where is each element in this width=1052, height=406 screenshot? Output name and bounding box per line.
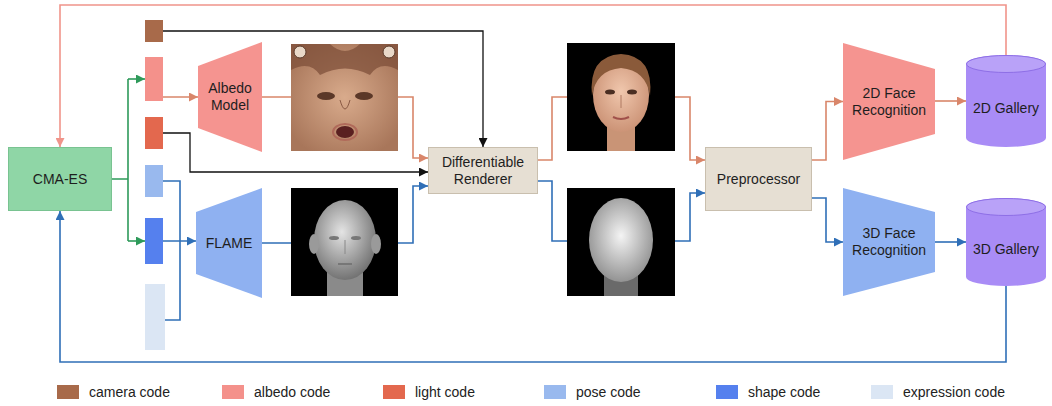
legend-swatch (871, 385, 893, 399)
albedo-model-trapezoid: Albedo Model (198, 42, 262, 152)
shape-mesh-image (291, 188, 398, 296)
pose-expression-wire (163, 181, 180, 320)
face-recognition-trapezoid-fill (843, 43, 935, 160)
camera-code-box (145, 20, 163, 42)
node-text: Albedo Model (201, 80, 259, 114)
node-label: FLAME (206, 235, 253, 252)
rendered-face-image (567, 43, 675, 151)
optimizer-box: CMA-ES (8, 147, 112, 211)
legend-label: shape code (748, 384, 820, 400)
node-text: CMA-ES (33, 171, 87, 188)
node-text: 2D Face Recognition (846, 85, 932, 119)
face-recognition-trapezoid-fill (843, 188, 935, 296)
node-label: 3D Face Recognition (846, 225, 932, 259)
renderer-box: Differentiable Renderer (428, 147, 538, 194)
node-text: FLAME (206, 235, 253, 252)
gallery-cylinder-fill (967, 56, 1046, 73)
flow-arrow (935, 100, 966, 102)
node-label: Preprocessor (717, 171, 800, 188)
node-label: 2D Face Recognition (846, 85, 932, 119)
legend-swatch (383, 385, 405, 399)
legend-swatch (57, 385, 79, 399)
legend-swatch (544, 385, 566, 399)
legend-swatch (222, 385, 244, 399)
node-text: 2D Gallery (973, 100, 1039, 117)
albedo-model-trapezoid-fill (198, 42, 262, 152)
legend-swatch (716, 385, 738, 399)
legend-item: albedo code (222, 384, 330, 400)
legend-label: camera code (89, 384, 170, 400)
legend-item: pose code (544, 384, 641, 400)
legend-item: light code (383, 384, 475, 400)
albedo-code-box (145, 57, 163, 101)
shape-code-box (145, 218, 163, 264)
green-arrow (128, 78, 145, 80)
optimizer-box-fill (9, 148, 112, 211)
face-recognition-trapezoid: 2D Face Recognition (843, 43, 935, 160)
node-label: Differentiable Renderer (431, 154, 535, 188)
node-label: 3D Gallery (973, 241, 1039, 258)
shape-wire (163, 240, 196, 242)
flow-arrow (812, 102, 843, 161)
green-wire (112, 79, 128, 241)
flame-model-trapezoid: FLAME (196, 188, 262, 298)
expression-code-box (145, 284, 165, 350)
flow-arrow (812, 198, 843, 242)
gallery-cylinder: 2D Gallery (966, 55, 1046, 147)
node-label: Albedo Model (201, 80, 259, 114)
flow-arrow (935, 241, 966, 243)
gallery-cylinder: 3D Gallery (966, 198, 1046, 286)
node-text: Differentiable Renderer (431, 154, 535, 188)
gallery-cylinder-fill (967, 199, 1046, 216)
renderer-box-fill (429, 148, 538, 194)
albedo-texture-image (291, 44, 398, 151)
face-recognition-trapezoid: 3D Face Recognition (843, 188, 935, 296)
legend-item: camera code (57, 384, 170, 400)
albedo-wire (163, 96, 198, 98)
node-text: 3D Gallery (973, 241, 1039, 258)
flame-model-trapezoid-fill (196, 188, 262, 298)
legend-item: shape code (716, 384, 820, 400)
node-label: 2D Gallery (973, 100, 1039, 117)
preprocessor-box: Preprocessor (705, 147, 812, 211)
node-text: 3D Face Recognition (846, 225, 932, 259)
legend-item: expression code (871, 384, 1005, 400)
legend-label: albedo code (254, 384, 330, 400)
legend-label: pose code (576, 384, 641, 400)
node-label: CMA-ES (33, 171, 87, 188)
light-code-box (145, 117, 163, 149)
legend-label: expression code (903, 384, 1005, 400)
preprocessor-box-fill (706, 148, 812, 211)
green-arrow (128, 240, 145, 242)
node-text: Preprocessor (717, 171, 800, 188)
depth-map-image (567, 188, 675, 296)
pose-code-box (145, 165, 163, 197)
legend-label: light code (415, 384, 475, 400)
